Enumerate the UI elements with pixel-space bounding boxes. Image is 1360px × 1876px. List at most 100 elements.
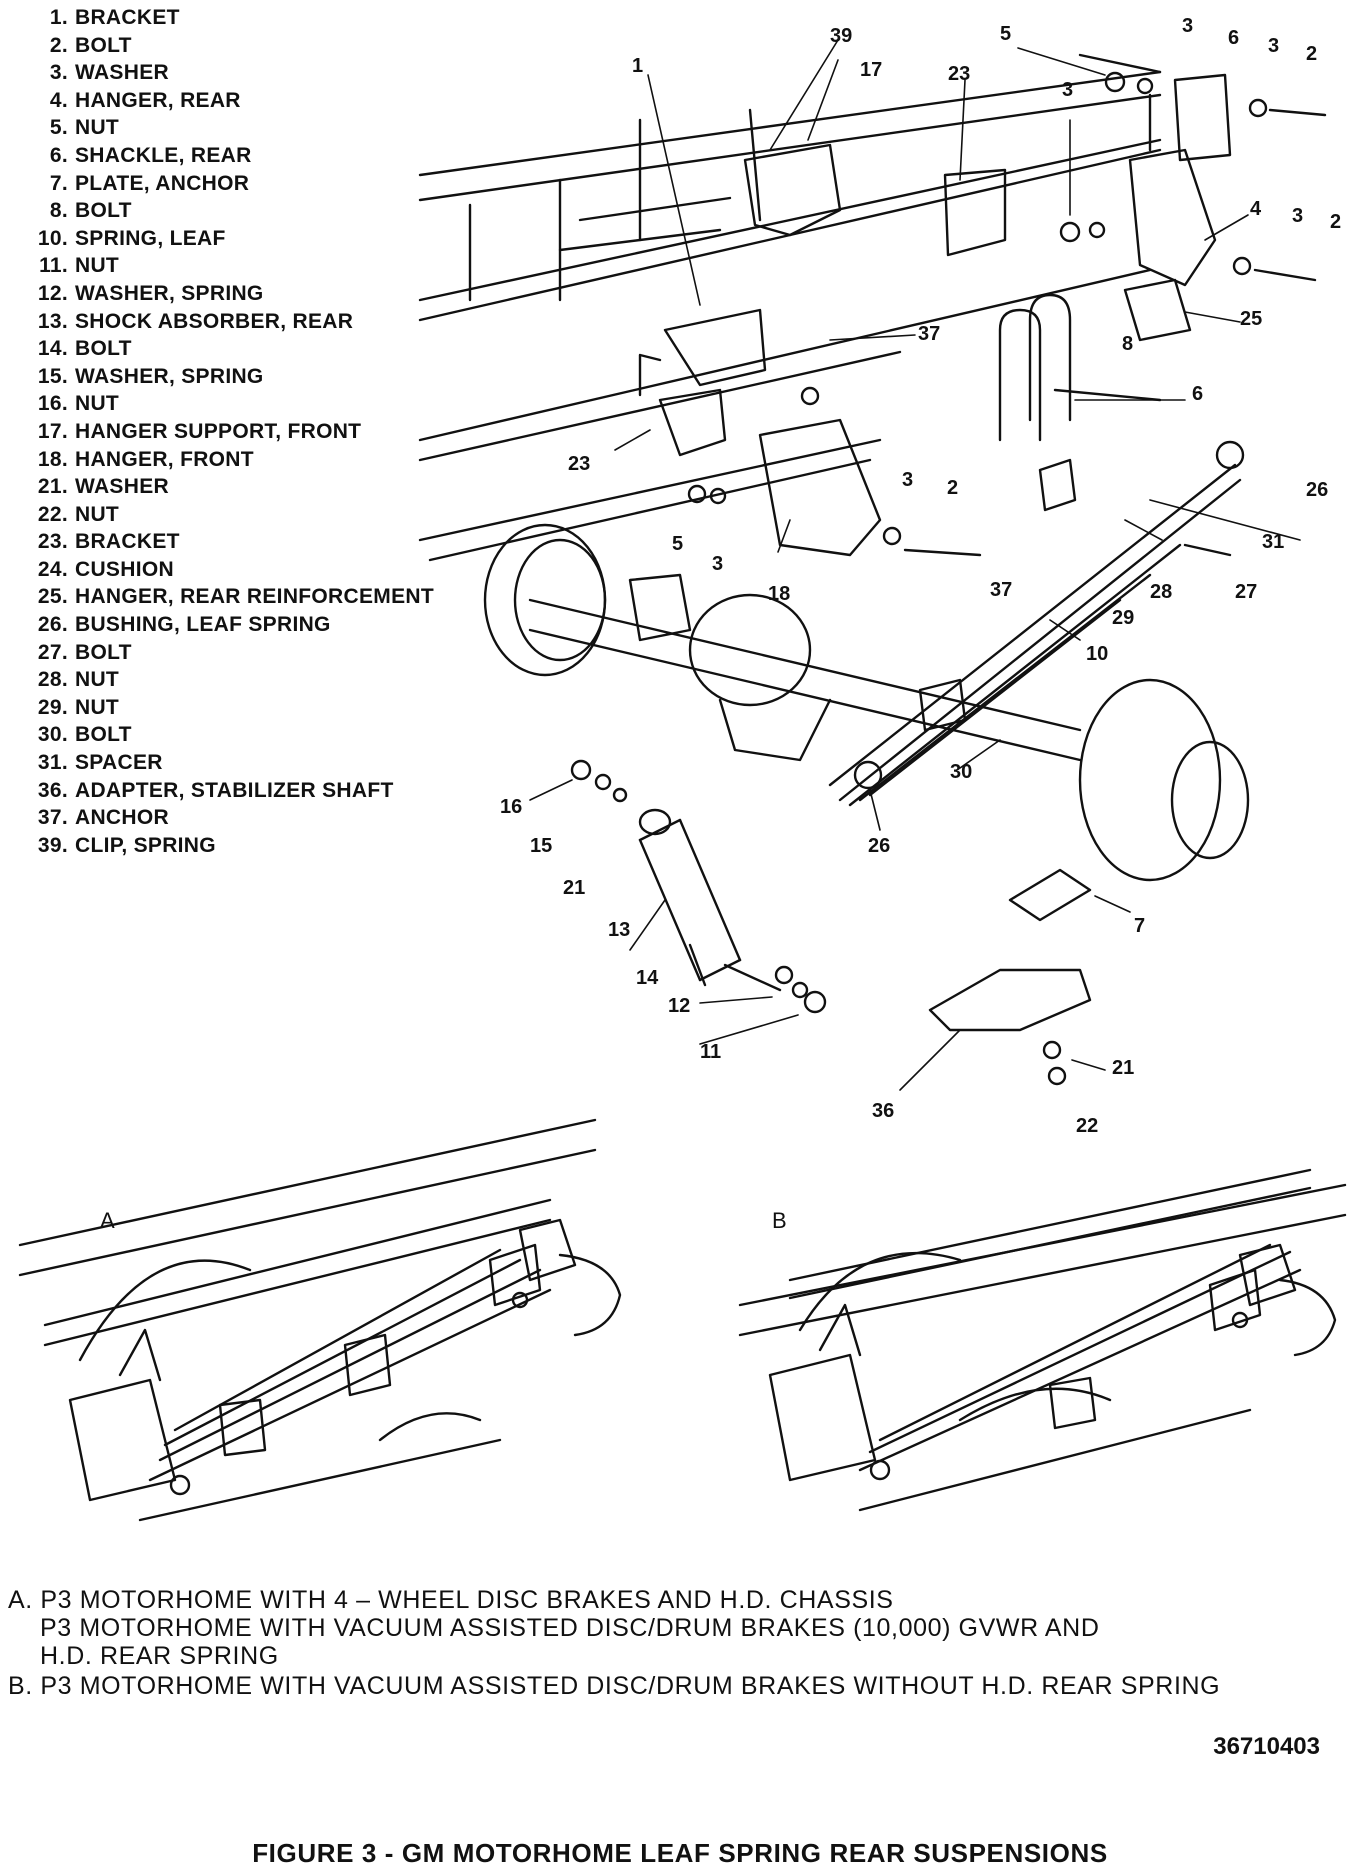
part-name: HANGER, REAR REINFORCEMENT bbox=[75, 585, 434, 609]
parts-list-item: 2.BOLT bbox=[8, 32, 434, 60]
part-name: WASHER, SPRING bbox=[75, 364, 264, 388]
callout: 3 bbox=[1062, 79, 1073, 101]
callout: 26 bbox=[868, 835, 890, 857]
part-number: 11. bbox=[39, 254, 68, 278]
anchor-plate-and-adapter bbox=[928, 868, 1092, 1032]
parts-list-item: 37.ANCHOR bbox=[8, 804, 434, 832]
callout: 18 bbox=[768, 583, 790, 605]
parts-list-item: 3. WASHER bbox=[8, 59, 434, 87]
parts-list-item: 13. SHOCK ABSORBER, REAR bbox=[8, 308, 434, 336]
part-number: 18. bbox=[37, 447, 68, 471]
parts-list-item: 23. BRACKET bbox=[8, 528, 434, 556]
callout: 27 bbox=[1235, 581, 1257, 603]
part-name: BOLT bbox=[75, 33, 132, 57]
part-number: 14. bbox=[37, 337, 68, 361]
parts-list-item: 12.WASHER, SPRING bbox=[8, 280, 434, 308]
parts-list-item: 17.HANGER SUPPORT, FRONT bbox=[8, 418, 434, 446]
callout: 31 bbox=[1262, 531, 1284, 553]
part-number: 36. bbox=[37, 778, 68, 802]
part-name: NUT bbox=[75, 116, 120, 140]
panel-b-illustration: B bbox=[738, 1168, 1347, 1512]
parts-list-item: 36.ADAPTER, STABILIZER SHAFT bbox=[8, 777, 434, 805]
parts-list-item: 7. PLATE, ANCHOR bbox=[8, 170, 434, 198]
part-name: CUSHION bbox=[75, 557, 174, 581]
part-number: 29. bbox=[37, 695, 68, 719]
callout: 25 bbox=[1240, 308, 1262, 330]
parts-list-item: 22.NUT bbox=[8, 501, 434, 529]
part-name: BOLT bbox=[75, 723, 132, 747]
callout: 39 bbox=[830, 25, 852, 47]
callout: 6 bbox=[1192, 383, 1203, 405]
part-name: SPACER bbox=[75, 751, 163, 775]
parts-list-item: 10. SPRING, LEAF bbox=[8, 225, 434, 253]
part-number: 22. bbox=[37, 502, 68, 526]
part-number: 8. bbox=[49, 199, 68, 223]
frame-rails bbox=[418, 53, 1162, 562]
part-name: BOLT bbox=[75, 199, 132, 223]
part-name: WASHER bbox=[75, 61, 169, 85]
callout-labels: 1 39 17 23 5 3 6 3 2 3 4 3 2 25 8 37 6 2… bbox=[500, 15, 1341, 1137]
part-number: 37. bbox=[37, 806, 68, 830]
part-number: 4. bbox=[49, 88, 68, 112]
parts-list-item: 16.NUT bbox=[8, 390, 434, 418]
parts-list-item: 6.SHACKLE, REAR bbox=[8, 142, 434, 170]
parts-list-item: 39. CLIP, SPRING bbox=[8, 832, 434, 860]
parts-list-item: 29. NUT bbox=[8, 694, 434, 722]
callout: 5 bbox=[672, 533, 683, 555]
parts-list-item: 28.NUT bbox=[8, 666, 434, 694]
shock-absorber bbox=[638, 808, 782, 992]
figure-title: FIGURE 3 - GM MOTORHOME LEAF SPRING REAR… bbox=[252, 1838, 1108, 1868]
parts-list-item: 15. WASHER, SPRING bbox=[8, 363, 434, 391]
parts-list-item: 27.BOLT bbox=[8, 639, 434, 667]
callout: 5 bbox=[1000, 23, 1011, 45]
callout: 8 bbox=[1122, 333, 1133, 355]
part-number: 3. bbox=[49, 61, 68, 85]
panel-a-label: A bbox=[100, 1208, 115, 1233]
part-number: 7. bbox=[49, 171, 68, 195]
part-number: 6. bbox=[49, 143, 68, 167]
parts-list-item: 8. BOLT bbox=[8, 197, 434, 225]
caption-line-b: B. P3 MOTORHOME WITH VACUUM ASSISTED DIS… bbox=[8, 1672, 1221, 1700]
part-name: BRACKET bbox=[75, 530, 180, 554]
document-number: 36710403 bbox=[1213, 1733, 1320, 1760]
parts-list: 1.BRACKET 2.BOLT 3. WASHER 4. HANGER, REAR… bbox=[8, 4, 434, 859]
part-number: 39. bbox=[37, 833, 68, 857]
part-number: 10. bbox=[37, 226, 68, 250]
callout: 17 bbox=[860, 59, 882, 81]
callout: 13 bbox=[608, 919, 630, 941]
callout: 7 bbox=[1134, 915, 1145, 937]
parts-list-item: 1.BRACKET bbox=[8, 4, 434, 32]
part-name: NUT bbox=[75, 695, 120, 719]
part-number: 17. bbox=[37, 419, 68, 443]
part-number: 23. bbox=[37, 530, 68, 554]
caption-line-a-cont: P3 MOTORHOME WITH VACUUM ASSISTED DISC/D… bbox=[40, 1614, 1100, 1642]
part-number: 16. bbox=[37, 392, 68, 416]
parts-list-item: 21. WASHER bbox=[8, 473, 434, 501]
caption-line-a-cont-2: H.D. REAR SPRING bbox=[40, 1642, 279, 1670]
part-name: SHOCK ABSORBER, REAR bbox=[75, 309, 354, 333]
part-number: 15. bbox=[37, 364, 68, 388]
part-number: 24. bbox=[37, 557, 68, 581]
callout: 36 bbox=[872, 1100, 894, 1122]
panel-a-illustration: A bbox=[18, 1118, 622, 1522]
part-name: PLATE, ANCHOR bbox=[75, 171, 250, 195]
callout: 11 bbox=[700, 1041, 721, 1063]
part-name: CLIP, SPRING bbox=[75, 833, 216, 857]
callout: 29 bbox=[1112, 607, 1134, 629]
part-number: 27. bbox=[37, 640, 68, 664]
callout: 28 bbox=[1150, 581, 1172, 603]
callout: 1 bbox=[632, 55, 643, 77]
parts-list-item: 18.HANGER, FRONT bbox=[8, 446, 434, 474]
part-number: 31. bbox=[37, 751, 68, 775]
part-name: SPRING, LEAF bbox=[75, 226, 226, 250]
part-name: BOLT bbox=[75, 337, 132, 361]
part-name: BRACKET bbox=[75, 6, 180, 29]
callout: 37 bbox=[990, 579, 1012, 601]
part-name: NUT bbox=[75, 668, 120, 692]
callout: 12 bbox=[668, 995, 690, 1017]
parts-list-item: 31. SPACER bbox=[8, 749, 434, 777]
part-name: WASHER bbox=[75, 475, 169, 499]
part-number: 21. bbox=[37, 475, 68, 499]
callout: 15 bbox=[530, 835, 552, 857]
part-number: 13. bbox=[37, 309, 68, 333]
